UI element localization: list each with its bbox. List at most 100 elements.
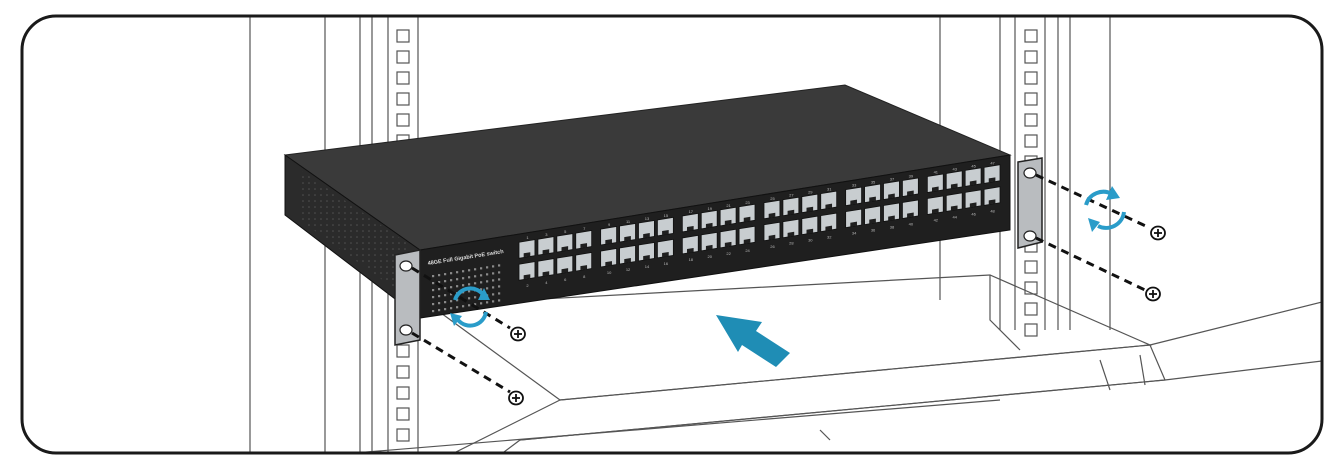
port-number-bottom: 20 (707, 254, 712, 259)
status-led (498, 278, 501, 281)
port-latch (932, 186, 939, 192)
rack-hole (1024, 281, 1038, 295)
rack-hole (396, 92, 410, 106)
rack-hole (396, 386, 410, 400)
port-number-top: 17 (689, 209, 694, 214)
port-latch (643, 233, 650, 239)
rj45-port (864, 205, 881, 226)
port-latch (523, 252, 531, 258)
rj45-port (945, 192, 963, 212)
status-led (444, 294, 447, 297)
port-number-bottom: 14 (645, 264, 650, 269)
status-led (462, 277, 465, 280)
rj45-port (657, 216, 674, 237)
rj45-port (820, 212, 838, 233)
rj45-port (638, 219, 655, 240)
status-led (492, 265, 495, 268)
port-latch (768, 212, 776, 218)
rj45-port (845, 186, 862, 207)
port-number-bottom: 46 (971, 211, 976, 216)
status-led (486, 280, 489, 283)
status-led (462, 291, 465, 294)
rj45-port (657, 238, 674, 259)
status-led (480, 274, 483, 277)
port-latch (888, 193, 895, 199)
port-number-top: 13 (645, 216, 650, 221)
port-number-bottom: 8 (583, 274, 586, 279)
rj45-port (763, 199, 781, 220)
status-led (432, 296, 435, 299)
status-led (468, 283, 471, 286)
port-latch (988, 199, 996, 205)
status-led (444, 273, 447, 276)
status-led (468, 269, 471, 272)
rj45-port (964, 167, 982, 187)
port-latch (969, 202, 977, 208)
status-led (456, 306, 459, 309)
rj45-port (537, 258, 555, 278)
rack-hole (396, 71, 410, 85)
status-led (444, 308, 447, 311)
status-led (462, 305, 465, 308)
port-latch (580, 243, 588, 249)
status-led (486, 266, 489, 269)
status-led (492, 286, 495, 289)
port-latch (869, 196, 876, 202)
status-led (498, 264, 501, 267)
rj45-port (983, 164, 1001, 184)
port-number-bottom: 30 (808, 238, 813, 243)
screw (510, 326, 526, 342)
port-latch (561, 268, 569, 274)
rj45-port (801, 193, 819, 214)
port-number-bottom: 16 (664, 261, 669, 266)
status-led (468, 297, 471, 300)
port-latch (768, 234, 776, 240)
status-led (462, 284, 465, 287)
port-number-top: 11 (626, 219, 631, 224)
status-led (432, 310, 435, 313)
rj45-port (820, 190, 838, 211)
status-led (498, 299, 501, 302)
rj45-port (902, 177, 919, 197)
status-led (456, 278, 459, 281)
status-led (450, 286, 453, 289)
port-latch (624, 258, 631, 264)
status-led (468, 276, 471, 279)
rack-hole (396, 50, 410, 64)
port-latch (850, 221, 857, 227)
port-latch (850, 199, 857, 205)
status-led (498, 285, 501, 288)
status-led (438, 295, 441, 298)
status-led (480, 288, 483, 291)
rack-hole (1024, 113, 1038, 127)
rj45-port (883, 202, 900, 223)
port-number-bottom: 44 (952, 214, 957, 219)
rotate-screw-icon-right (1084, 186, 1126, 232)
port-number-top: 5 (564, 229, 567, 234)
status-led (438, 274, 441, 277)
rj45-port (782, 218, 800, 239)
port-number-top: 1 (526, 235, 529, 240)
status-led (462, 270, 465, 273)
status-led (438, 302, 441, 305)
rj45-port (926, 173, 944, 193)
status-led (438, 281, 441, 284)
port-number-bottom: 32 (827, 235, 832, 240)
rj45-port (537, 236, 555, 256)
rack-hole (1024, 323, 1038, 337)
rj45-port-array: 1234567891011121314151617181920212223242… (518, 160, 1001, 288)
port-latch (687, 225, 694, 232)
status-led (474, 296, 477, 299)
rj45-port (763, 221, 781, 242)
port-number-top: 23 (745, 200, 750, 205)
rack-hole (1024, 260, 1038, 274)
status-led (486, 287, 489, 290)
port-latch (888, 215, 895, 221)
port-latch (825, 203, 833, 209)
port-number-top: 25 (770, 196, 775, 201)
port-number-top: 33 (852, 183, 857, 188)
rj45-port (619, 244, 636, 265)
rj45-port (845, 208, 862, 229)
